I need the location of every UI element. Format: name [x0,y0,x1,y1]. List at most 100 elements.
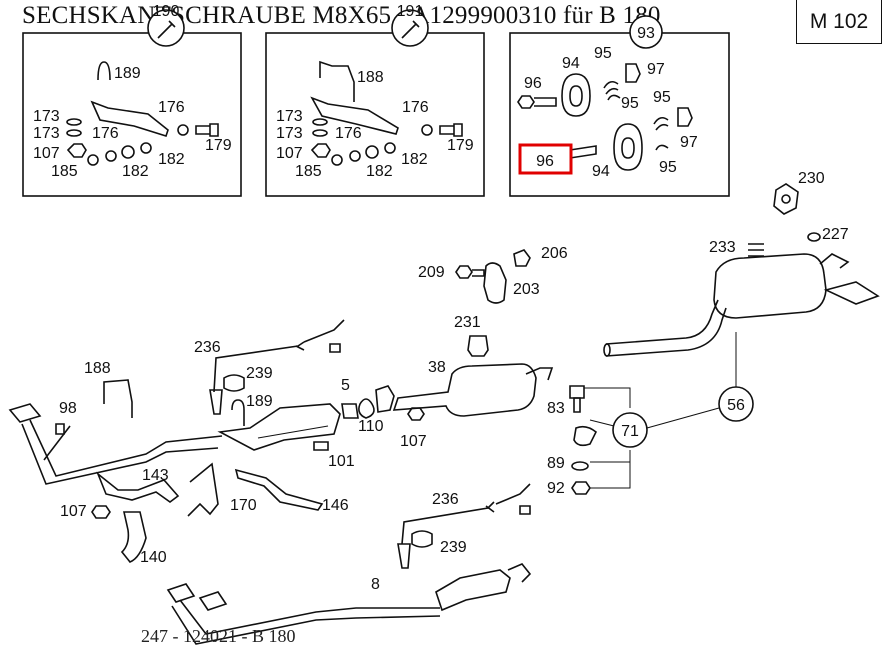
part-number-label[interactable]: 173 [33,108,60,125]
part-number-label[interactable]: 203 [513,281,540,298]
callout-circle [147,9,185,47]
part-number-label[interactable]: 231 [454,314,481,331]
u-clamp-part [97,61,111,81]
engine-code-box: M 102 [796,0,882,44]
bracket-part [187,462,219,517]
rubber-mount-part [483,262,507,304]
highlight-box[interactable] [518,143,573,175]
part-number-label[interactable]: 143 [142,467,169,484]
part-number-label[interactable]: 94 [562,55,580,72]
part-number-label[interactable]: 236 [432,491,459,508]
part-number-label[interactable]: 185 [295,163,322,180]
part-number-label[interactable]: 170 [230,497,257,514]
part-number-label[interactable]: 233 [709,239,736,256]
part-number-label[interactable]: 176 [92,125,119,142]
mount-group[interactable]: 209 206 203 231 [418,245,568,357]
part-number-label[interactable]: 179 [447,137,474,154]
group-callout-71[interactable] [612,412,648,448]
bolt-part [439,123,463,137]
part-number-label[interactable]: 89 [547,455,565,472]
hanger-part [319,60,355,102]
oxygen-sensor-upper[interactable]: 236 239 189 [194,319,345,426]
part-number-label[interactable]: 92 [547,480,565,497]
part-number-label[interactable]: 173 [276,108,303,125]
part-number-label[interactable]: 179 [205,137,232,154]
part-number-label[interactable]: 188 [84,360,111,377]
part-number-label[interactable]: 110 [358,418,384,435]
part-number-label[interactable]: 182 [122,163,149,180]
part-number-label[interactable]: 239 [440,539,467,556]
rubber-mount-part [613,123,643,171]
oxygen-sensor-lower[interactable]: 236 239 [397,483,531,569]
callout-circle [391,9,429,47]
catalytic-converter-part [217,403,341,451]
part-number-label[interactable]: 209 [418,264,445,281]
inset-box-frame [509,32,730,197]
part-number-label[interactable]: 96 [524,75,542,92]
part-number-label[interactable]: 56 [727,397,745,414]
part-number-label[interactable]: 101 [328,453,355,470]
inset-box-frame [265,32,485,197]
part-number-label[interactable]: 188 [357,69,384,86]
part-number-label[interactable]: 83 [547,400,565,417]
part-number-label[interactable]: 107 [400,433,427,450]
part-number-label[interactable]: 173 [276,125,303,142]
rear-muffler-part [713,253,827,319]
part-number-label[interactable]: 189 [114,65,141,82]
part-number-label[interactable]: 107 [276,145,303,162]
part-number-label[interactable]: 94 [592,163,610,180]
part-number-label[interactable]: 173 [33,125,60,142]
part-number-label[interactable]: 182 [401,151,428,168]
front-pipe-group[interactable]: 5 38 188 98 110 107 101 [8,359,554,485]
inset-box-190[interactable]: 190 189 173 176 173 176 107 182 185 182 … [22,3,242,197]
part-number-label[interactable]: 8 [371,576,380,593]
rubber-hanger-part [773,183,799,215]
part-number-label[interactable]: 182 [158,151,185,168]
part-number-label[interactable]: 146 [322,497,349,514]
part-number-label[interactable]: 95 [621,95,639,112]
part-number-label[interactable]: 236 [194,339,221,356]
part-number-label[interactable]: 5 [341,377,350,394]
tail-pipe-part [823,281,880,305]
part-number-label[interactable]: 98 [59,400,77,417]
part-number-label[interactable]: 97 [680,134,698,151]
rubber-block-part [467,335,489,357]
inset-box-93[interactable]: 93 96 94 95 97 95 95 97 94 95 [509,15,730,197]
part-number-label[interactable]: 227 [822,226,849,243]
bracket-part [310,96,399,135]
nut-part [66,143,87,158]
highlighted-part-label: 96 [536,153,554,170]
hardware-group-71[interactable]: 83 89 92 71 [547,385,720,497]
rear-muffler-group[interactable]: 230 227 233 56 [603,170,880,422]
rubber-mount-part [561,73,591,117]
part-number-label[interactable]: 107 [60,503,87,520]
part-number-label[interactable]: 107 [33,145,60,162]
part-number-label[interactable]: 95 [653,89,671,106]
part-number-label[interactable]: 206 [541,245,568,262]
bracket-group[interactable]: 143 107 170 146 140 [60,462,349,566]
part-number-label[interactable]: 71 [621,423,639,440]
part-number-label[interactable]: 97 [647,61,665,78]
part-number-label[interactable]: 176 [335,125,362,142]
inset-box-191[interactable]: 191 188 173 176 173 176 107 182 185 182 … [265,3,485,197]
part-number-label[interactable]: 182 [366,163,393,180]
part-number-label[interactable]: 189 [246,393,273,410]
bracket-part [234,468,324,511]
part-number-label[interactable]: 95 [659,159,677,176]
part-number-label[interactable]: 176 [158,99,185,116]
part-number-label[interactable]: 38 [428,359,446,376]
part-number-label[interactable]: 176 [402,99,429,116]
part-number-label[interactable]: 185 [51,163,78,180]
part-number-label[interactable]: 140 [140,549,167,566]
front-pipe-lower[interactable]: 8 [166,563,532,645]
part-number-label[interactable]: 239 [246,365,273,382]
bolt-part [195,123,219,137]
group-callout-56[interactable] [718,386,754,422]
wrench-icon [401,20,420,39]
callout-circle [629,15,663,49]
callout-label: 190 [153,3,180,20]
part-number-label[interactable]: 95 [594,45,612,62]
part-number-label[interactable]: 230 [798,170,825,187]
